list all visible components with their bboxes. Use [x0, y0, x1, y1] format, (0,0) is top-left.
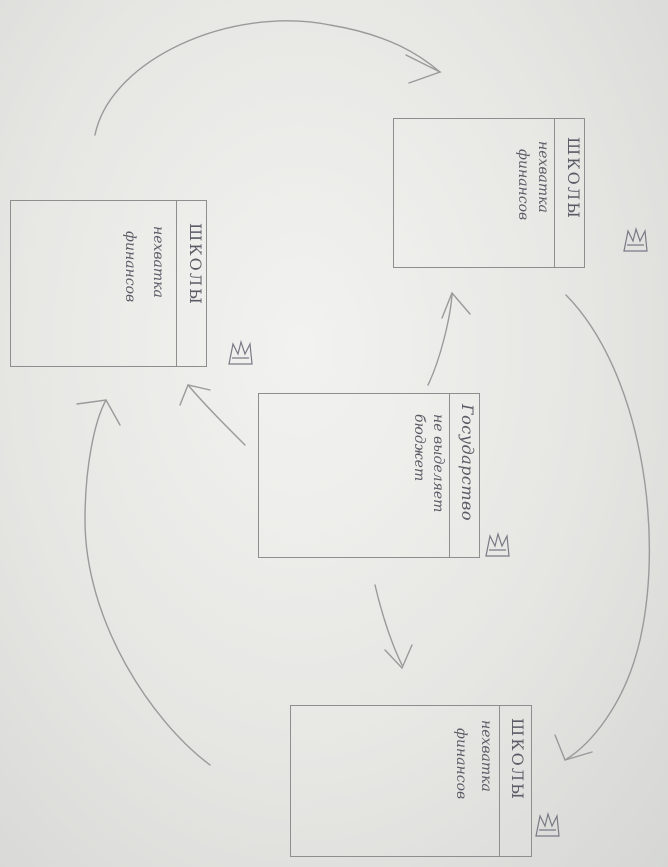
school-line-2: финансов	[453, 728, 469, 800]
arrowhead-center-left	[179, 384, 211, 406]
arrow-to-top-school	[427, 294, 453, 386]
state-card: Государство не выделяет бюджет	[258, 393, 480, 558]
school-line-1: нехватка	[150, 226, 166, 298]
school-line-2: финансов	[122, 231, 138, 303]
arc-arrow-top	[94, 20, 441, 136]
arc-arrow-right	[564, 294, 651, 761]
arrowhead-center-down	[384, 644, 413, 670]
school-card-left: ШКОЛЫ нехватка финансов	[10, 200, 207, 367]
crown-icon	[485, 531, 510, 557]
crown-icon	[228, 339, 253, 365]
crown-icon	[623, 226, 648, 252]
crown-icon	[535, 811, 560, 837]
arrowhead-right	[554, 734, 593, 761]
arrow-to-bottom-school	[374, 584, 403, 666]
state-line-1: не выделяет	[430, 414, 446, 513]
arc-arrow-left	[84, 399, 211, 766]
school-title: ШКОЛЫ	[508, 718, 527, 801]
school-card-top: ШКОЛЫ нехватка финансов	[393, 118, 585, 268]
arrowhead-left	[76, 399, 121, 426]
state-title: Государство	[458, 404, 477, 521]
school-card-bottom: ШКОЛЫ нехватка финансов	[290, 705, 532, 857]
school-title: ШКОЛЫ	[564, 137, 583, 220]
state-line-2: бюджет	[411, 414, 427, 482]
school-title: ШКОЛЫ	[186, 223, 205, 306]
arrow-to-left-school	[187, 384, 246, 446]
arrowhead-top	[405, 54, 442, 84]
arrowhead-center-up	[441, 291, 471, 319]
school-line-1: нехватка	[535, 141, 551, 213]
school-line-2: финансов	[515, 149, 531, 221]
school-line-1: нехватка	[478, 720, 494, 792]
